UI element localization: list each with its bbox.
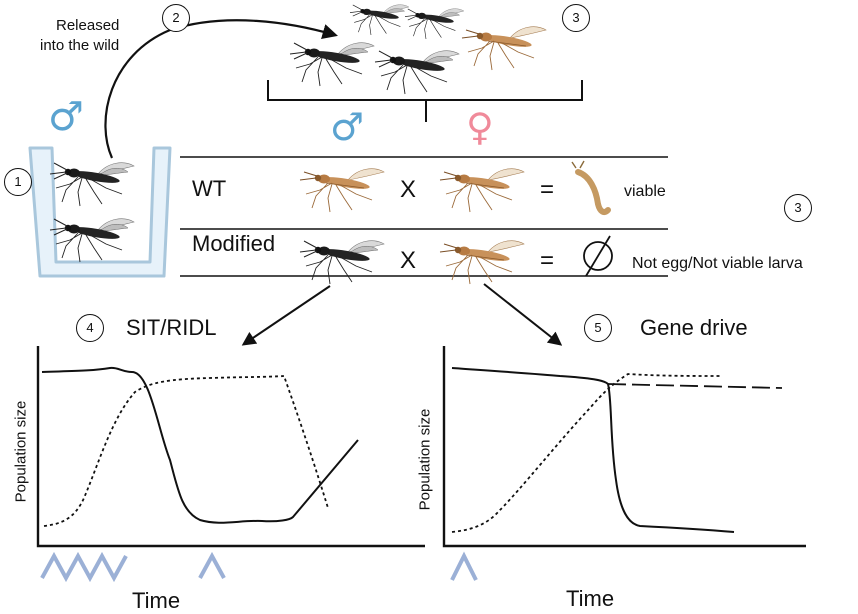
modified-label: Modified [192,231,276,256]
mosquito-icon [299,168,385,213]
release-label-line1: Released [56,17,120,34]
step-number-4: 4 [76,314,104,342]
mosquito-icon [439,240,525,285]
chart-gene-drive [442,346,806,581]
step-number-3: 3 [784,194,812,222]
release-markers [40,551,226,583]
y-axis-label: Population size [12,400,30,503]
wt-label: WT [192,176,227,201]
equals-symbol: = [540,176,554,203]
larva-icon [571,160,611,215]
step-number-2: 2 [162,4,190,32]
release-cup [28,146,172,278]
null-set-icon [583,235,613,277]
mosquito-icon [299,240,385,285]
population-curve-long-dash [607,383,783,389]
axis [442,346,806,548]
y-axis-label: Population size [416,408,434,511]
group-bracket [267,80,583,122]
step-number-5: 5 [584,314,612,342]
release-arrow-icon [450,551,478,581]
arrow-to-sit [241,285,331,346]
arrow-to-gene-drive [483,283,563,346]
release-arrow-icon [198,551,226,579]
cross-symbol: X [400,176,416,203]
x-axis-label: Time [566,586,615,611]
mosquito-icon [289,42,375,87]
mosquito-icon [404,8,465,40]
female-symbol: ♀ [466,105,494,149]
mosquito-icon [49,218,135,263]
chart-sit-ridl [36,346,425,583]
step-number-1: 1 [4,168,32,196]
release-arrow-icon [104,19,338,159]
release-arrow-icon [40,551,128,583]
male-symbol: ♂ [48,94,84,140]
population-curve-solid [451,367,735,533]
male-symbol: ♂ [330,105,364,149]
equals-symbol: = [540,247,554,274]
cross-table [180,156,668,277]
released-male-mosquitoes [289,4,465,95]
axis [36,346,425,548]
population-curve-solid [41,366,359,524]
chart-title-sit-ridl: SIT/RIDL [126,315,217,340]
mosquito-icon [349,4,410,36]
population-curve-dashed [43,375,329,527]
mosquito-icon [461,26,547,71]
release-label-line2: into the wild [40,37,120,54]
cross-symbol: X [400,247,416,274]
wt-result: viable [624,183,666,200]
cup-icon [28,146,172,278]
step-number-3: 3 [562,4,590,32]
population-curve-dashed [451,373,721,533]
chart-title-gene-drive: Gene drive [640,315,748,340]
x-axis-label: Time [132,588,181,613]
mosquito-icon [49,162,135,207]
modified-result: Not egg/Not viable larva [632,255,803,272]
mosquito-icon [439,168,525,213]
mosquito-icon [374,50,460,95]
